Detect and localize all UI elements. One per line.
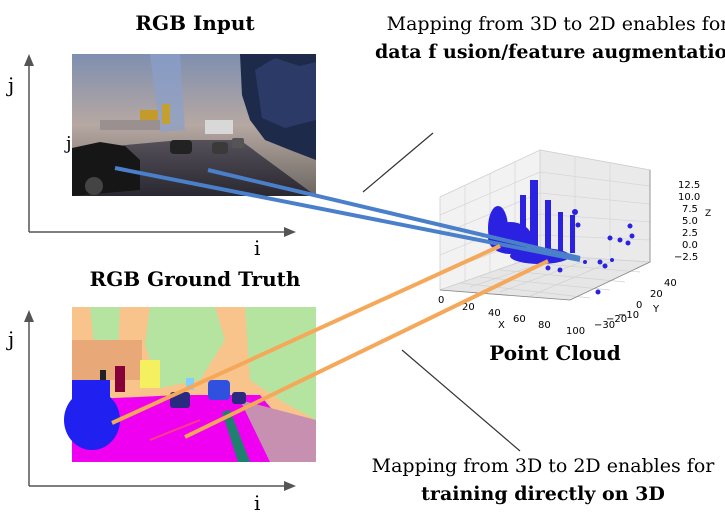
top-caption-line2: data f usion/feature augmentation (375, 41, 725, 63)
top-caption-line1: Mapping from 3D to 2D enables for (387, 13, 725, 35)
y-tick-label: 40 (664, 278, 677, 289)
x-tick-label: 40 (488, 308, 501, 319)
z-tick-label: 7.5 (682, 204, 698, 215)
bottom-caption-line2: training directly on 3D (421, 483, 665, 505)
y-axis-label: Y (652, 304, 660, 315)
top-horizontal-arrow-icon (284, 227, 296, 237)
z-tick-label: 12.5 (678, 180, 700, 191)
bottom-axes (24, 310, 296, 491)
y-tick-label: −10 (618, 310, 639, 321)
top-axis-j-label: j (6, 73, 14, 97)
bottom-caption-leader-line (401, 349, 521, 452)
z-axis-label: Z (705, 209, 711, 219)
point-cloud-plot: 12.5 10.0 7.5 5.0 2.5 0.0 −2.5 Z 0 20 40… (438, 149, 711, 337)
y-tick-label: −20 (606, 314, 627, 325)
rgb-ground-truth-image (64, 307, 316, 462)
blue-mapping-lines (114, 166, 581, 262)
z-tick-label: −2.5 (674, 252, 698, 263)
bottom-axis-i-label: i (254, 491, 260, 515)
rgb-input-image (72, 54, 316, 196)
orange-mapping-line (184, 259, 549, 439)
point-cloud-title: Point Cloud (489, 341, 621, 365)
top-caption-leader-line (362, 132, 434, 193)
z-tick-label: 0.0 (682, 240, 698, 251)
y-tick-label: 20 (650, 289, 663, 300)
x-axis-label: X (498, 320, 505, 331)
orange-mapping-line (111, 244, 501, 425)
z-tick-label: 5.0 (682, 216, 698, 227)
y-tick-labels: 40 20 0 −10 −20 −30 (594, 278, 677, 331)
bottom-axis-j-label: j (6, 327, 14, 351)
x-tick-label: 80 (538, 320, 551, 331)
orange-mapping-lines (111, 244, 549, 439)
top-axes (24, 54, 296, 237)
bottom-caption-line1: Mapping from 3D to 2D enables for (372, 455, 716, 477)
y-tick-label: −30 (594, 320, 615, 331)
bottom-vertical-arrow-icon (24, 310, 34, 322)
blue-mapping-line (114, 166, 581, 262)
rgb-input-inner-j-marker: j (64, 133, 72, 154)
rgb-ground-truth-title: RGB Ground Truth (90, 267, 301, 291)
top-vertical-arrow-icon (24, 54, 34, 66)
x-tick-label: 0 (438, 295, 444, 306)
blue-mapping-line (207, 168, 581, 260)
x-tick-label: 100 (566, 326, 585, 337)
z-tick-label: 10.0 (678, 192, 700, 203)
rgb-input-title: RGB Input (135, 11, 255, 35)
top-axis-i-label: i (254, 236, 260, 260)
x-tick-label: 20 (462, 302, 475, 313)
x-tick-labels: 0 20 40 60 80 100 (438, 295, 585, 337)
z-tick-labels: 12.5 10.0 7.5 5.0 2.5 0.0 −2.5 (674, 180, 700, 263)
z-tick-label: 2.5 (682, 228, 698, 239)
x-tick-label: 60 (513, 314, 526, 325)
bottom-horizontal-arrow-icon (284, 481, 296, 491)
y-tick-label: 0 (636, 300, 642, 311)
